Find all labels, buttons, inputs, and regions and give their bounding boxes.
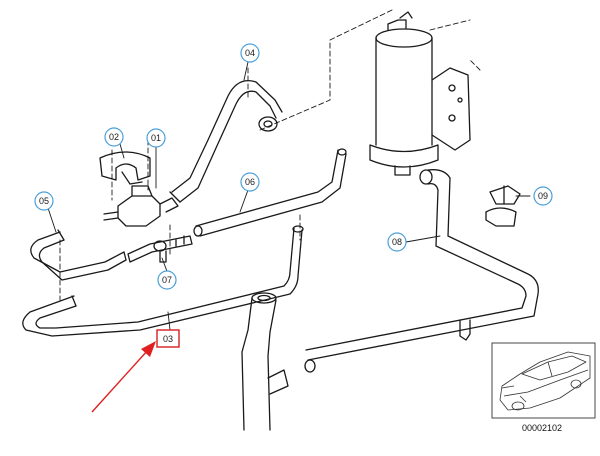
callout-08: 08 xyxy=(387,232,407,252)
callout-label: 06 xyxy=(245,177,255,187)
elbow-pipe xyxy=(241,292,289,431)
hose-08 xyxy=(304,169,539,373)
callout-label: 09 xyxy=(538,191,548,201)
callout-03-highlighted: 03 xyxy=(156,329,180,348)
clamp-09 xyxy=(485,185,521,227)
callout-05: 05 xyxy=(34,191,54,211)
vent-valve-01 xyxy=(103,185,179,227)
callout-02: 02 xyxy=(104,127,124,147)
t-connector-07 xyxy=(127,235,193,263)
leader-lines xyxy=(47,61,531,331)
car-thumbnail-icon xyxy=(499,351,591,411)
document-number: 00002102 xyxy=(522,423,562,433)
callout-label: 07 xyxy=(162,275,172,285)
dashed-reference-lines xyxy=(59,9,481,301)
callout-09: 09 xyxy=(533,186,553,206)
callout-04: 04 xyxy=(240,43,260,63)
hose-05 xyxy=(30,229,127,281)
car-thumbnail xyxy=(491,342,596,419)
callout-label: 04 xyxy=(245,48,255,58)
callout-07: 07 xyxy=(157,270,177,290)
hose-03 xyxy=(22,225,304,337)
red-arrow-icon xyxy=(91,341,156,413)
callout-label: 08 xyxy=(392,237,402,247)
callout-label: 05 xyxy=(39,196,49,206)
callout-label: 03 xyxy=(163,334,173,344)
callout-01: 01 xyxy=(146,128,166,148)
callout-label: 02 xyxy=(109,132,119,142)
hose-04 xyxy=(169,79,283,203)
carbon-canister xyxy=(369,11,439,176)
canister-bracket xyxy=(431,67,471,151)
callout-06: 06 xyxy=(240,172,260,192)
pipe-06 xyxy=(193,148,347,237)
callout-label: 01 xyxy=(151,133,161,143)
clip-02 xyxy=(99,151,151,185)
